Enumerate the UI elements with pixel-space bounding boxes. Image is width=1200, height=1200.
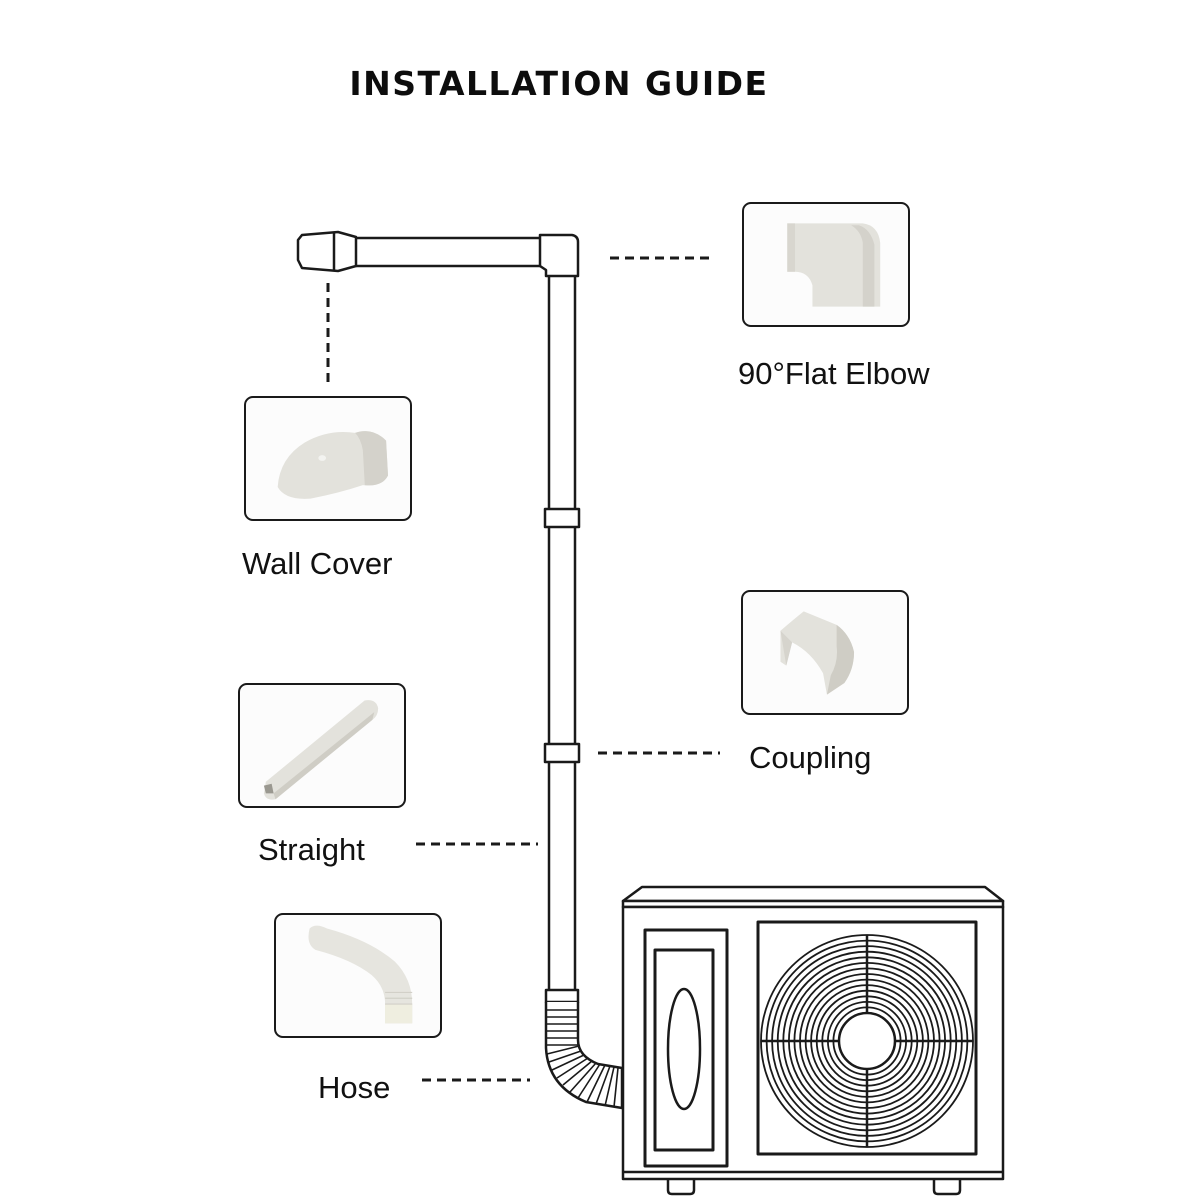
coupling-thumbnail: [741, 590, 909, 715]
coupling-icon: [780, 611, 855, 695]
hose-label: Hose: [318, 1070, 391, 1105]
straight-label: Straight: [258, 832, 365, 867]
flexible-hose-drawing: [544, 988, 624, 1110]
straight-duct-icon: [263, 700, 379, 800]
wall-cover-icon: [277, 431, 389, 499]
flat-elbow-drawing: [538, 233, 580, 278]
lower-coupling-drawing: [543, 742, 581, 764]
straight-thumbnail: [238, 683, 406, 808]
hose-thumbnail: [274, 913, 442, 1038]
flat-elbow-label: 90°Flat Elbow: [738, 356, 930, 391]
outdoor-ac-unit-drawing: [621, 885, 1005, 1196]
flat-elbow-thumbnail: [742, 202, 910, 327]
fan-grille-drawing: [760, 934, 974, 1148]
wall-cover-thumbnail: [244, 396, 412, 521]
page-title: INSTALLATION GUIDE: [349, 64, 769, 103]
vertical-duct-drawing: [547, 276, 577, 992]
fan-hub: [837, 1011, 897, 1071]
horizontal-duct-drawing: [356, 236, 540, 268]
upper-coupling-drawing: [543, 507, 581, 529]
flexible-hose-icon: [308, 925, 413, 1024]
flat-elbow-icon: [787, 223, 881, 307]
wall-cover-drawing: [296, 230, 358, 273]
coupling-label: Coupling: [749, 740, 872, 775]
wall-cover-label: Wall Cover: [242, 546, 393, 581]
